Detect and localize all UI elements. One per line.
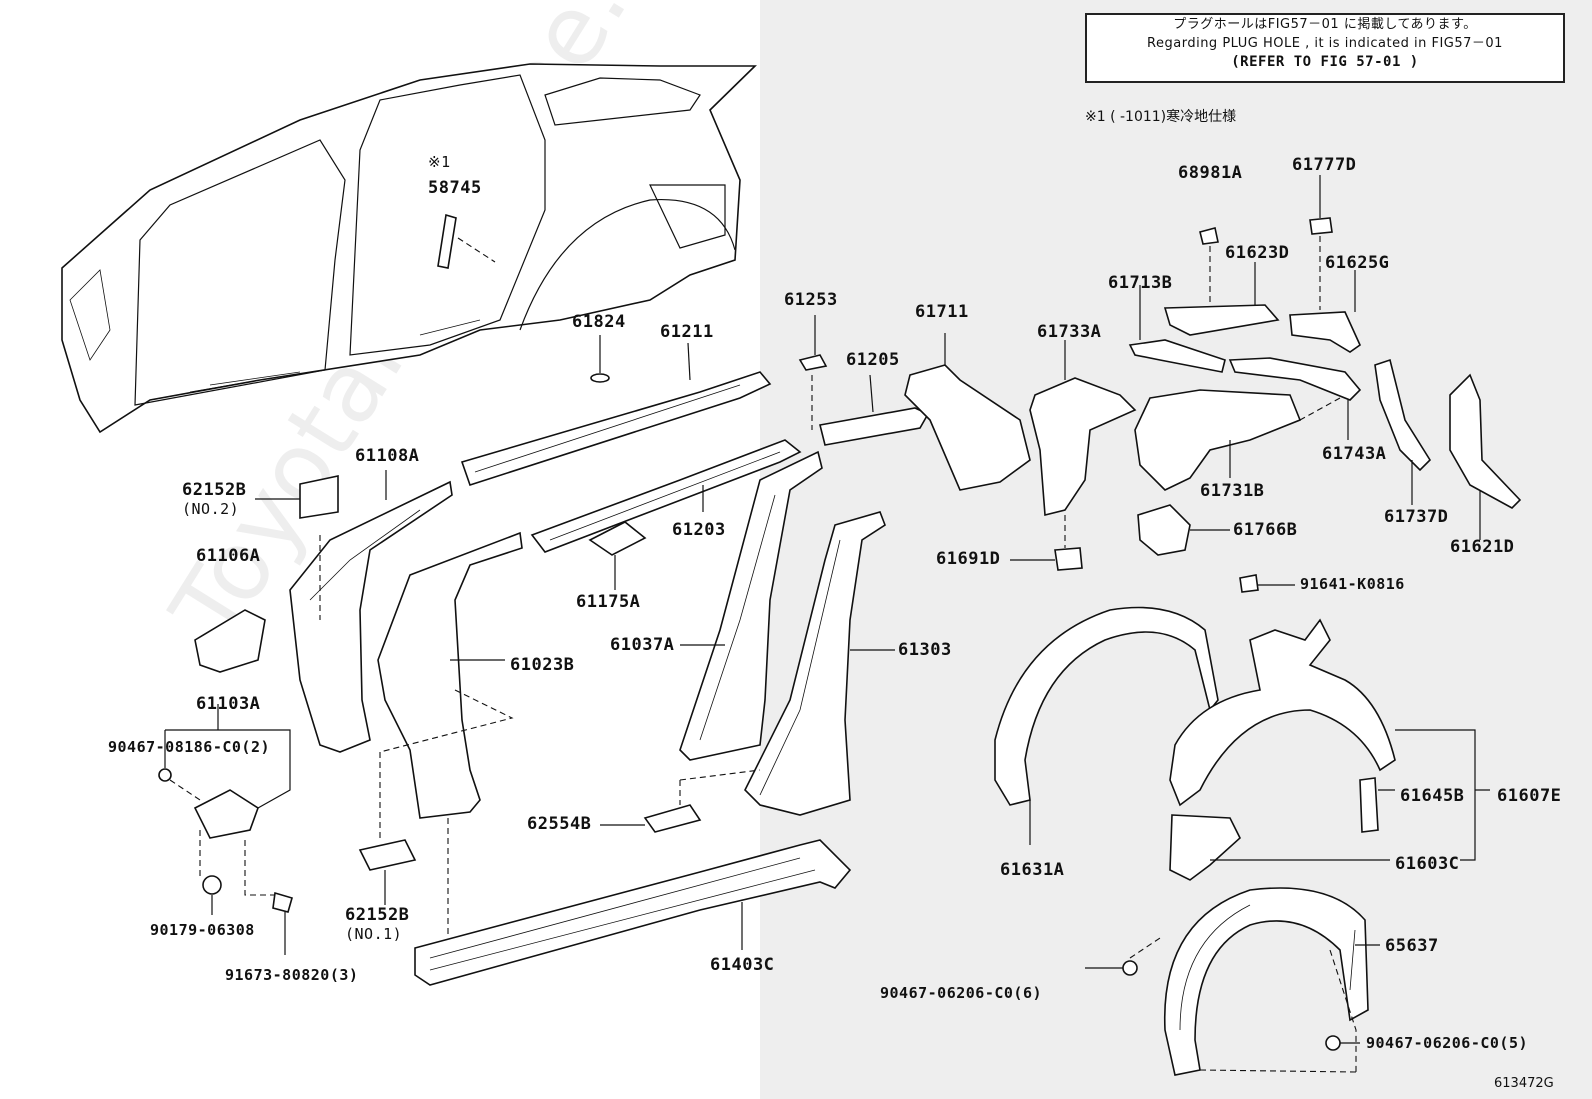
bolt-91641-K0816 [1239,574,1259,593]
part-61631A-shape [994,606,1219,806]
label-61175A[interactable]: 61175A [576,592,641,612]
part-61253-shape [798,354,828,371]
part-61303-shape [744,511,886,816]
part-61777D-shape [1309,217,1333,235]
label-61103A[interactable]: 61103A [196,694,261,714]
part-62152B-no1-shape [358,839,417,871]
part-61691D-shape [1054,547,1083,571]
label-61303[interactable]: 61303 [898,640,952,660]
part-61621D-shape [1449,373,1522,509]
label-61625G[interactable]: 61625G [1325,253,1390,273]
label-58745[interactable]: 58745 [428,178,482,198]
part-61625G-shape [1289,311,1362,353]
label-61713B[interactable]: 61713B [1108,273,1173,293]
part-61766B-shape [1137,504,1191,556]
bolt-90467-08186 [158,768,172,782]
label-61766B[interactable]: 61766B [1233,520,1298,540]
nut-90467-06206-6 [1122,960,1138,976]
label-61108A[interactable]: 61108A [355,446,420,466]
label-61106A[interactable]: 61106A [196,546,261,566]
part-61108A-shape [289,480,453,753]
label-90467-08186-C0[interactable]: 90467-08186-C0(2) [108,738,271,756]
nut-90467-06206-5 [1325,1035,1341,1051]
label-61623D[interactable]: 61623D [1225,243,1290,263]
cold-area-spec-note: ※1 ( -1011)寒冷地仕様 [1085,109,1237,125]
part-68981A-shape [1199,227,1219,245]
label-61621D[interactable]: 61621D [1450,537,1515,557]
plug-hole-note: プラグホールはFIG57－01 に掲載してあります。 Regarding PLU… [1085,13,1565,83]
label-61403C[interactable]: 61403C [710,955,775,975]
part-61711-shape [904,364,1031,491]
body-side-outer-panel [61,63,757,434]
note-line-jp: プラグホールはFIG57－01 に掲載してあります。 [1173,17,1477,32]
part-58745-shape [437,213,457,269]
label-61731B[interactable]: 61731B [1200,481,1265,501]
label-62152B-no1-sub: (NO.1) [345,925,403,943]
label-91673-80820[interactable]: 91673-80820(3) [225,966,359,984]
part-65637-shape [1163,887,1369,1076]
part-61106A-shape [194,609,266,673]
label-61607E[interactable]: 61607E [1497,786,1562,806]
label-61603C[interactable]: 61603C [1395,854,1460,874]
part-61205-shape [819,407,930,446]
note-line-en: Regarding PLUG HOLE , it is indicated in… [1147,36,1503,51]
label-91641-K0816[interactable]: 91641-K0816 [1300,575,1405,593]
bolt-91673-80820 [272,891,293,913]
label-61645B[interactable]: 61645B [1400,786,1465,806]
label-90179-06308[interactable]: 90179-06308 [150,921,255,939]
part-61623D-shape [1163,304,1280,336]
nut-90179-06308 [202,875,222,895]
figure-id: 613472G [1494,1076,1554,1091]
label-61037A[interactable]: 61037A [610,635,675,655]
label-58745-mark: ※1 [428,153,451,171]
label-61205[interactable]: 61205 [846,350,900,370]
part-61731B-shape [1134,389,1302,491]
part-61607E-shape [1169,618,1396,807]
label-61253[interactable]: 61253 [784,290,838,310]
part-61743A-shape [1228,357,1362,401]
label-61777D[interactable]: 61777D [1292,155,1357,175]
label-61737D[interactable]: 61737D [1384,507,1449,527]
label-65637[interactable]: 65637 [1385,936,1439,956]
label-61023B[interactable]: 61023B [510,655,575,675]
part-62152B-no2-shape [299,475,339,519]
label-90467-06206-C0-6[interactable]: 90467-06206-C0(6) [880,984,1043,1002]
label-61743A[interactable]: 61743A [1322,444,1387,464]
label-62152B-no1[interactable]: 62152B [345,905,410,925]
label-61211[interactable]: 61211 [660,322,714,342]
label-61631A[interactable]: 61631A [1000,860,1065,880]
label-90467-06206-C0-5[interactable]: 90467-06206-C0(5) [1366,1034,1529,1052]
part-61023B-shape [377,531,523,819]
label-61691D[interactable]: 61691D [936,549,1001,569]
part-61645B-shape [1359,777,1379,833]
label-61203[interactable]: 61203 [672,520,726,540]
part-61713B-shape [1128,339,1226,373]
label-62554B[interactable]: 62554B [527,814,592,834]
part-61103A-shape [193,789,259,839]
label-62152B-no2-sub: (NO.2) [182,500,240,518]
label-61711[interactable]: 61711 [915,302,969,322]
label-61824[interactable]: 61824 [572,312,626,332]
part-61824-shape [590,373,610,383]
part-61733A-shape [1029,377,1137,517]
label-61733A[interactable]: 61733A [1037,322,1102,342]
label-62152B-no2[interactable]: 62152B [182,480,247,500]
part-61737D-shape [1374,358,1432,472]
part-61403C-shape [414,839,852,986]
part-61037A-shape [679,450,823,761]
part-61603C-shape [1169,814,1241,881]
label-68981A[interactable]: 68981A [1178,163,1243,183]
part-62554B-shape [643,804,702,833]
part-61175A-shape [588,521,647,556]
note-reference: (REFER TO FIG 57-01 ) [1231,54,1419,70]
